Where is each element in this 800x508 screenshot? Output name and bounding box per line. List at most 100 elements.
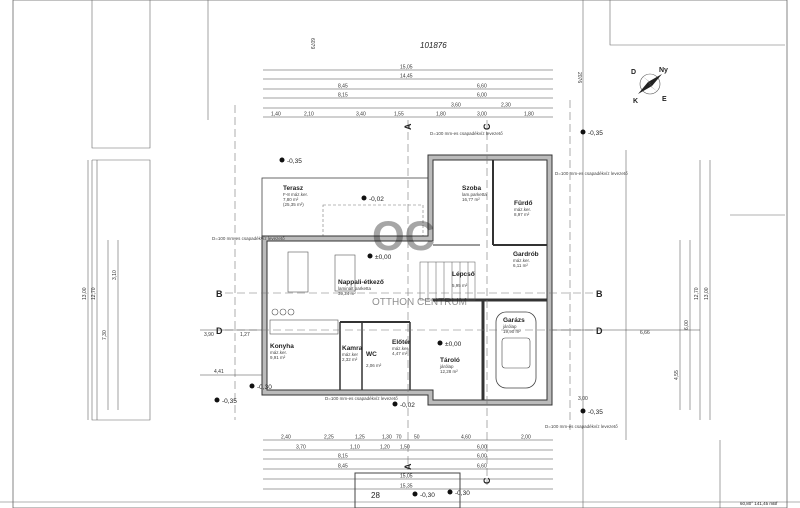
level-marker-icon xyxy=(361,195,367,201)
dimension-label: 2,25 xyxy=(324,435,334,441)
dimension-label: 8,45 xyxy=(338,464,348,470)
dimension-label: 15,05 xyxy=(400,65,413,71)
room-name: Garázs xyxy=(503,317,525,324)
dimension-label: 6,00 xyxy=(477,445,487,451)
section-b-left: B xyxy=(216,289,223,299)
level-value: -0,30 xyxy=(420,492,435,499)
dimension-label: 1,55 xyxy=(394,112,404,118)
elevation-note: 60,80° 141,45 mBf xyxy=(740,501,778,506)
dimension-label: 15,35 xyxy=(400,484,413,490)
dimension-label: 3,00 xyxy=(477,112,487,118)
left-dim: 13,00 xyxy=(82,287,88,300)
room-name: Terasz xyxy=(283,185,304,192)
compass-icon: D Ny K E xyxy=(631,67,668,105)
offset-dim: 4,41 xyxy=(214,369,224,375)
room-name: Gardrób xyxy=(513,251,539,258)
room-area: 2,32 m² xyxy=(342,357,358,362)
dimension-label: 1,20 xyxy=(380,445,390,451)
dimension-label: 2,40 xyxy=(281,435,291,441)
top-left-vertical: 6079 xyxy=(309,38,315,49)
level-marker-icon xyxy=(437,340,443,346)
section-c-top: C xyxy=(482,123,492,130)
dimension-label: 6,60 xyxy=(477,84,487,90)
dimension-label: 3,40 xyxy=(356,112,366,118)
room-area: 9,91 m² xyxy=(270,355,286,360)
level-marker-icon xyxy=(214,397,220,403)
room-area: 16,77 m² xyxy=(462,197,480,202)
compass-ny: Ny xyxy=(659,67,668,74)
dimension-label: 2,00 xyxy=(521,435,531,441)
section-d-left: D xyxy=(216,326,223,336)
room-name: WC xyxy=(366,351,377,358)
dimension-label: 6,60 xyxy=(477,464,487,470)
left-dim: 12,70 xyxy=(91,287,97,300)
room-name: Nappali-étkező xyxy=(338,279,384,286)
dimension-label: 6,00 xyxy=(477,93,487,99)
room-floor: járólap xyxy=(439,364,454,369)
room-floor: laminált parketta xyxy=(338,286,372,291)
room-name: Konyha xyxy=(270,343,294,350)
level-marker-icon xyxy=(279,157,285,163)
compass-k: K xyxy=(633,98,638,105)
compass-e: E xyxy=(662,96,667,103)
room-floor: máz.ker. xyxy=(513,258,530,263)
dimension-label: 1,25 xyxy=(355,435,365,441)
dimension-label: 3,70 xyxy=(296,445,306,451)
drain-note: D=100 mm-es csapadékvíz levezető xyxy=(430,131,503,136)
dimension-label: 6,00 xyxy=(477,454,487,460)
room-area: 5,95 m² xyxy=(452,283,468,288)
level-marker-icon xyxy=(580,408,586,414)
room-name: Tároló xyxy=(440,357,460,364)
level-value: -0,35 xyxy=(222,398,237,405)
level-marker-icon xyxy=(367,253,373,259)
dimension-label: 14,45 xyxy=(400,74,413,80)
dimension-label: 1,80 xyxy=(524,112,534,118)
room-area: 12,28 m² xyxy=(440,369,458,374)
right-dim: 13,00 xyxy=(704,287,710,300)
room-area: 2,06 m² xyxy=(366,363,382,368)
car-icon xyxy=(495,311,537,389)
level-value: -0,35 xyxy=(588,409,603,416)
room-floor: máz.ker. xyxy=(270,350,287,355)
room-area-total: (25,35 m²) xyxy=(283,202,304,207)
level-value: -0,30 xyxy=(455,490,470,497)
dimension-label: 50 xyxy=(414,435,420,441)
level-marker-icon xyxy=(447,489,453,495)
svg-text:OC: OC xyxy=(372,212,435,259)
dimension-label: 1,10 xyxy=(350,445,360,451)
room-area: 7,80 m² xyxy=(283,197,299,202)
level-value: ±0,00 xyxy=(375,254,392,261)
level-value: -0,30 xyxy=(257,384,272,391)
room-area: 6,11 m² xyxy=(513,263,528,268)
drain-note: D=100 mm-es csapadékvíz levezető xyxy=(212,236,285,241)
room-floor: járólap xyxy=(502,324,517,329)
level-value: -0,02 xyxy=(400,402,415,409)
room-floor: lam.parketta xyxy=(462,192,487,197)
section-d-right: D xyxy=(596,326,603,336)
offset-dim: 6,66 xyxy=(640,330,650,336)
section-a-bottom: A xyxy=(403,463,413,470)
compass-d: D xyxy=(631,69,636,76)
level-marker-icon xyxy=(580,129,586,135)
level-marker-icon xyxy=(392,401,398,407)
drain-note: D=100 mm-es csapadékvíz levezető xyxy=(555,171,628,176)
room-name: Lépcső xyxy=(452,271,475,278)
room-floor: máz.ker. xyxy=(392,346,409,351)
dimension-label: 1,80 xyxy=(436,112,446,118)
room-floor: F-8 máz.ker. xyxy=(283,192,308,197)
room-area: 8,97 m² xyxy=(514,212,530,217)
room-area: 4,47 m² xyxy=(392,351,408,356)
room-floor: máz.ker. xyxy=(514,207,531,212)
dimension-label: 8,15 xyxy=(338,454,348,460)
top-right-vertical: 2076 xyxy=(576,72,582,83)
watermark: OTTHON CENTRUM xyxy=(372,297,467,308)
plot-number: 101876 xyxy=(420,41,447,50)
level-value: ±0,00 xyxy=(445,341,462,348)
section-c-bottom: C xyxy=(482,477,492,484)
dimension-label: 2,10 xyxy=(304,112,314,118)
dimension-label: 8,15 xyxy=(338,93,348,99)
